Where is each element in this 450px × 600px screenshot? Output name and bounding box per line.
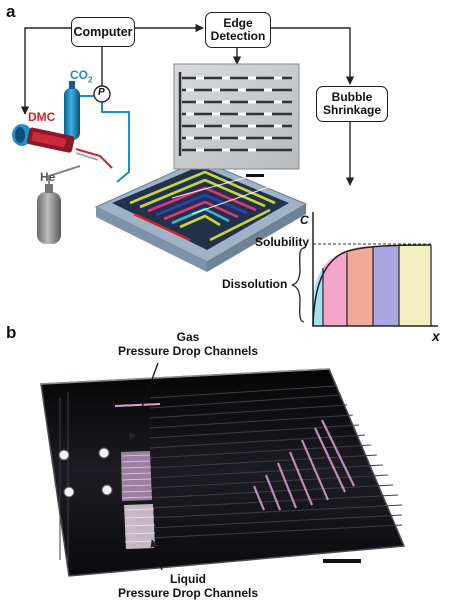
edge-to-bubble-arrow <box>270 27 355 85</box>
flow-arrows <box>20 23 355 186</box>
plot-y-axis-label: C <box>300 213 309 227</box>
panel-a-letter: a <box>6 2 16 21</box>
gas-label: Gas <box>176 330 200 344</box>
concentration-curve <box>312 244 432 327</box>
liquid-pressure-drop-label: Pressure Drop Channels <box>117 586 259 600</box>
pressure-gauge-icon <box>93 85 111 103</box>
microfluidic-chip <box>94 159 308 272</box>
bubble-shrinkage-box: Bubble Shrinkage <box>316 86 388 122</box>
co2-label: CO2 <box>70 68 93 85</box>
photo-scale-bar <box>323 559 361 563</box>
plot-axes <box>312 212 438 327</box>
shrinkage-label: Shrinkage <box>322 103 382 117</box>
chip-photo <box>40 368 406 577</box>
band-3 <box>347 246 373 326</box>
liquid-channels-label: Liquid Pressure Drop Channels <box>106 572 270 600</box>
gas-pointer-arrow <box>128 362 159 441</box>
plot-x-axis-label: x <box>432 328 440 344</box>
pressure-gauge-label: P <box>98 87 105 98</box>
bubble-label: Bubble <box>331 90 373 104</box>
computer-to-syringe-arrow <box>20 27 72 115</box>
computer-box: Computer <box>71 17 135 47</box>
liquid-pointer-arrow <box>150 539 163 571</box>
dmc-syringe-icon <box>12 124 113 169</box>
band-4 <box>373 246 399 326</box>
panel-b-arrows <box>128 362 163 571</box>
gas-pressure-drop-label: Pressure Drop Channels <box>117 344 259 358</box>
dmc-label: DMC <box>28 110 56 124</box>
co2-line <box>72 95 130 158</box>
he-label: He <box>40 170 56 184</box>
he-cylinder-icon <box>37 165 81 244</box>
liquid-label: Liquid <box>170 572 206 586</box>
gas-channels-label: Gas Pressure Drop Channels <box>110 330 266 358</box>
concentration-plot <box>291 212 438 327</box>
co2-cylinder-icon <box>64 81 80 140</box>
edge-detection-box: Edge Detection <box>205 12 271 48</box>
channel-micrograph <box>173 63 300 177</box>
micrograph-scale-bar <box>246 174 264 177</box>
edge-label: Edge <box>223 16 253 30</box>
solubility-label: Solubility <box>255 235 309 249</box>
computer-label: Computer <box>73 24 133 39</box>
dissolution-label: Dissolution <box>222 277 288 291</box>
band-5 <box>399 246 431 326</box>
detection-label: Detection <box>210 29 266 43</box>
panel-b-letter: b <box>6 323 17 342</box>
